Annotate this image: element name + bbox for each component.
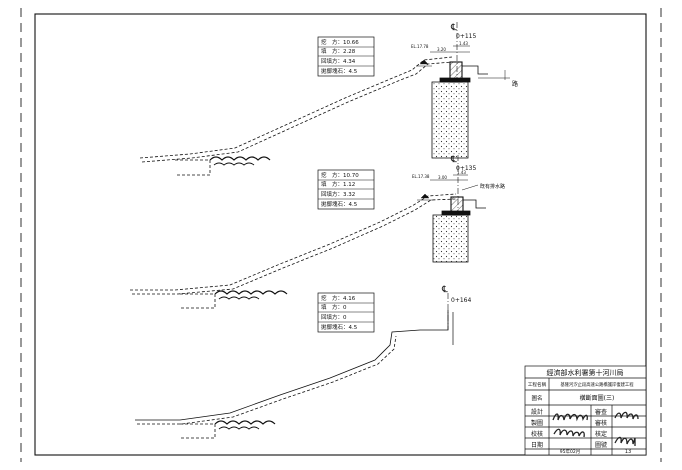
table-row-label: 拋擲塊石： <box>321 323 349 331</box>
centerline-symbol: ℄ <box>441 285 448 295</box>
table-row-label: 挖 方： <box>321 38 343 46</box>
drawing-frame <box>34 13 647 456</box>
dimension-label: 3.00 <box>438 175 447 180</box>
project-name: 基隆河汐止段高速公路橋護岸復建工程 <box>560 381 634 388</box>
dimension-label: 1.43 <box>457 170 466 175</box>
table-row-label: 填 方： <box>321 303 343 311</box>
role-label: 審查 <box>595 408 607 416</box>
table-row-value: 4.5 <box>349 325 358 331</box>
table-row-label: 填 方： <box>321 47 343 55</box>
table-row-value: 2.28 <box>343 49 356 55</box>
role-label: 審核 <box>595 419 607 427</box>
table-row-label: 回填方： <box>321 313 343 321</box>
signature-drafter <box>553 428 585 438</box>
table-row-value: 10.70 <box>343 173 359 179</box>
project-label: 工程名稱 <box>528 381 547 388</box>
toe-blocks <box>180 423 216 439</box>
table-row-label: 拋擲塊石： <box>321 67 349 75</box>
svg-text:挖 方：10.70: 挖 方：10.70 <box>321 171 359 179</box>
road-label: 路 <box>512 80 518 88</box>
cross-section-3 <box>135 293 454 439</box>
drawing-name-label: 圖名 <box>531 394 542 402</box>
centerline-symbol: ℄ <box>450 155 457 165</box>
station-label: 0+135 <box>456 165 476 172</box>
slope-profile <box>130 193 457 291</box>
table-row-value: 0 <box>343 305 347 311</box>
dimension-label: 3.20 <box>437 47 446 52</box>
table-row-value: 1.12 <box>343 182 355 188</box>
pile-foundation <box>431 81 469 159</box>
svg-text:挖 方：4.16: 挖 方：4.16 <box>321 294 356 302</box>
svg-text:填 方：1.12: 填 方：1.12 <box>321 180 355 188</box>
quantity-table-2: 挖 方：10.70 填 方：1.12 回填方：3.32 拋擲塊石：4.5 <box>317 169 375 210</box>
date-value: 95年02月 <box>560 448 580 455</box>
toe-blocks <box>180 293 216 309</box>
station-label: 0+115 <box>456 33 476 40</box>
pile-foundation <box>432 214 469 263</box>
cross-section-1 <box>139 22 510 176</box>
slope-profile <box>139 56 453 159</box>
table-row-label: 填 方： <box>321 180 343 188</box>
role-label: 核定 <box>595 430 607 438</box>
title-block <box>524 365 647 456</box>
svg-text:填 方：0: 填 方：0 <box>321 303 347 311</box>
signature-designer <box>552 413 588 422</box>
table-row-value: 4.34 <box>343 59 356 65</box>
table-row-value: 4.5 <box>349 202 358 208</box>
role-label: 設計 <box>531 408 543 416</box>
svg-text:填 方：2.28: 填 方：2.28 <box>321 47 356 55</box>
table-row-value: 3.32 <box>343 192 355 198</box>
dimension-label: 1.43 <box>459 41 468 46</box>
elevation-label: EL.17.78 <box>411 44 429 49</box>
quantity-table-3: 挖 方：4.16 填 方：0 回填方：0 拋擲塊石：4.5 <box>317 292 375 333</box>
svg-text:拋擲塊石：4.5: 拋擲塊石：4.5 <box>321 200 358 208</box>
centerline-symbol: ℄ <box>450 23 457 33</box>
signature-approver <box>614 436 636 446</box>
toe-blocks <box>175 159 211 176</box>
drainage-label: 既有排水路 <box>480 183 505 190</box>
table-row-label: 回填方： <box>321 57 343 65</box>
table-row-value: 0 <box>343 315 347 321</box>
role-label: 圖號 <box>595 441 607 449</box>
svg-text:挖 方：10.66: 挖 方：10.66 <box>321 38 359 46</box>
cross-section-2 <box>130 155 486 309</box>
table-row-label: 挖 方： <box>321 294 343 302</box>
station-label: 0+164 <box>451 297 471 304</box>
table-row-label: 拋擲塊石： <box>321 200 349 208</box>
role-label: 製圖 <box>531 419 543 427</box>
table-row-value: 4.16 <box>343 296 356 302</box>
slope-profile <box>135 310 449 421</box>
svg-text:回填方：3.32: 回填方：3.32 <box>321 190 355 198</box>
elevation-label: EL.17.38 <box>412 174 430 179</box>
sheet-number: 13 <box>625 449 631 455</box>
drawing-name: 橫斷面圖(三) <box>580 394 615 402</box>
table-row-value: 4.5 <box>349 69 358 75</box>
table-row-label: 回填方： <box>321 190 343 198</box>
svg-text:拋擲塊石：4.5: 拋擲塊石：4.5 <box>321 67 358 75</box>
quantity-table-1: 挖 方：10.66 填 方：2.28 回填方：4.34 拋擲塊石：4.5 <box>317 36 375 77</box>
role-label: 校核 <box>531 430 543 438</box>
sheet-border <box>20 8 662 462</box>
signature-reviewer <box>614 411 639 420</box>
table-row-value: 10.66 <box>343 40 359 46</box>
role-label: 日期 <box>531 441 543 449</box>
agency-name: 經濟部水利署第十河川局 <box>547 368 624 377</box>
svg-text:拋擲塊石：4.5: 拋擲塊石：4.5 <box>321 323 358 331</box>
svg-text:回填方：4.34: 回填方：4.34 <box>321 57 356 65</box>
svg-text:回填方：0: 回填方：0 <box>321 313 347 321</box>
table-row-label: 挖 方： <box>321 171 343 179</box>
